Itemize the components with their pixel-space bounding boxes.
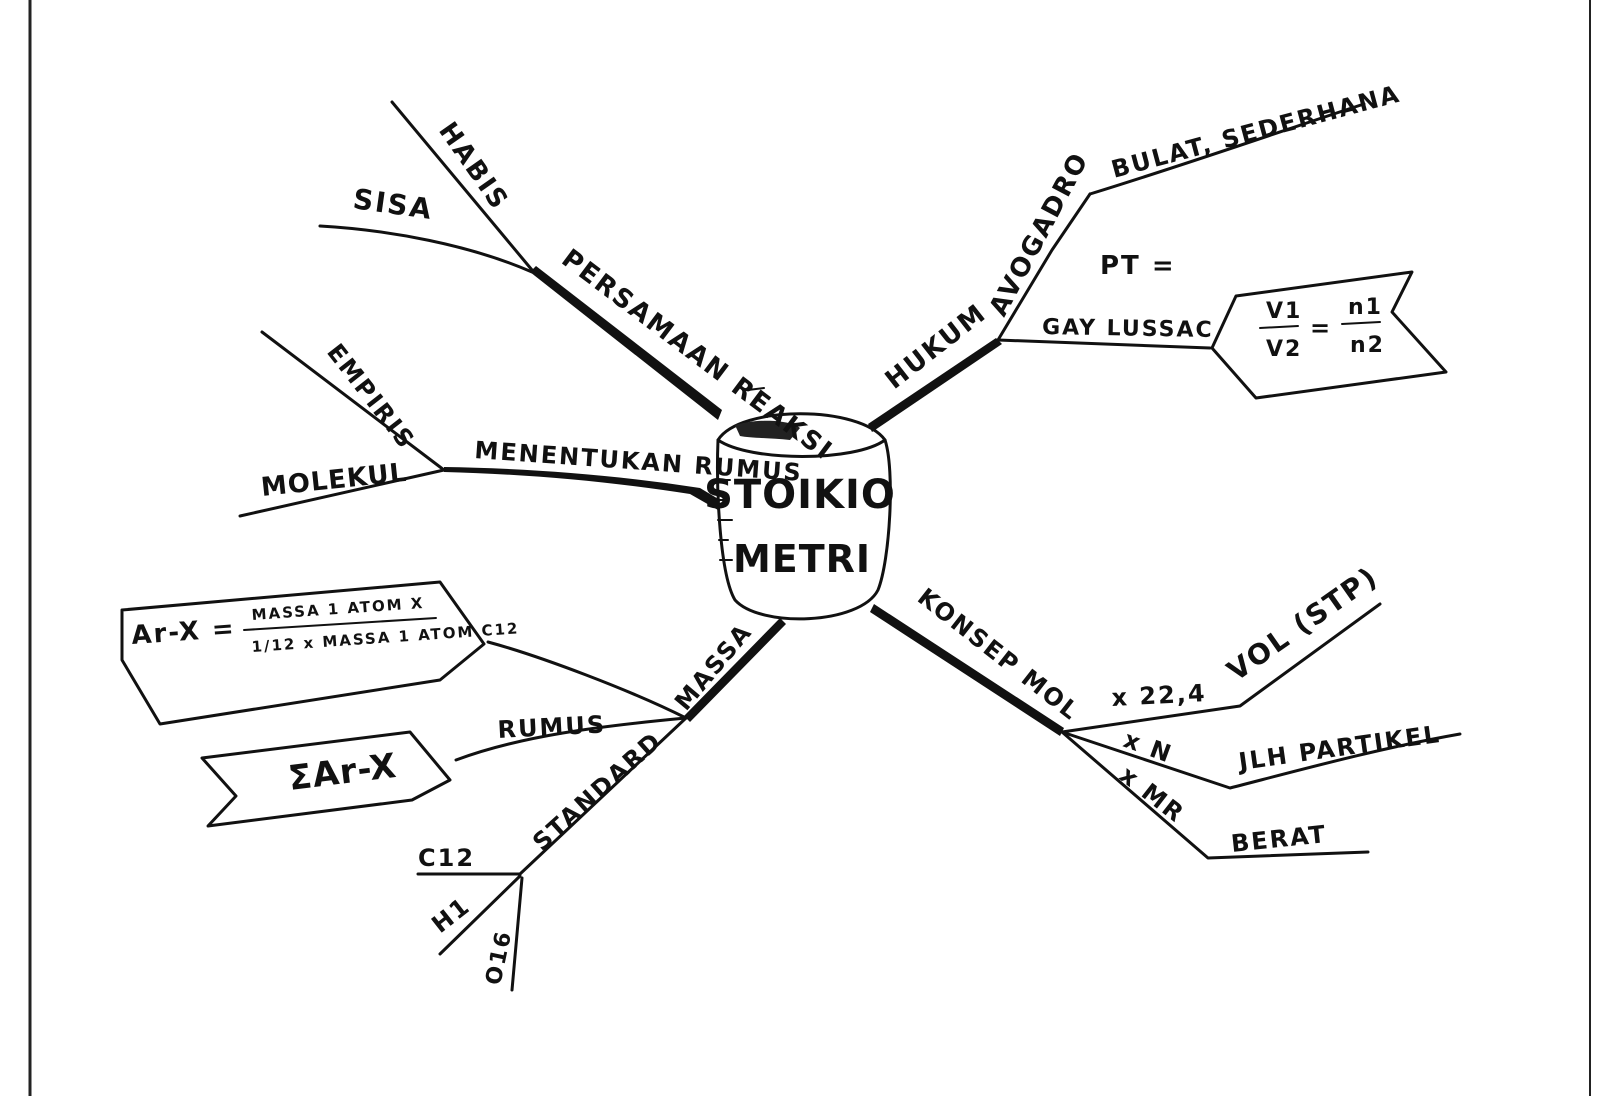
branch-massa: MASSA RUMUS STANDARD C12 H1 O16 Ar-X = M… bbox=[122, 582, 786, 990]
branch-konsep-mol: KONSEP MOL x 22,4 VOL (STP) x N JLH PART… bbox=[870, 560, 1460, 858]
gay-lussac-label: GAY LUSSAC bbox=[1042, 315, 1214, 343]
formula-denominator: 1/12 x MASSA 1 ATOM C12 bbox=[251, 619, 520, 656]
menentukan-label: MENENTUKAN RUMUS bbox=[474, 436, 804, 487]
target-partikel: JLH PARTIKEL bbox=[1235, 720, 1443, 776]
standard-label: STANDARD bbox=[527, 726, 667, 856]
ratio-equals: = bbox=[1310, 314, 1332, 342]
persamaan-label: PERSAMAAN REAKSI bbox=[556, 244, 838, 467]
ratio-right-bar bbox=[1342, 322, 1380, 324]
ratio-n1: n1 bbox=[1348, 295, 1383, 320]
avogadro-label: AVOGADRO bbox=[984, 147, 1096, 321]
target-vol: VOL (STP) bbox=[1221, 560, 1384, 688]
vol-stp-line bbox=[1062, 604, 1380, 732]
ratio-v2: V2 bbox=[1266, 337, 1302, 362]
formula-lhs: Ar-X = bbox=[130, 614, 236, 651]
center-title-line2: METRI bbox=[733, 537, 871, 581]
avogadro-note: BULAT, SEDERHANA bbox=[1108, 80, 1403, 184]
pt-label: PT = bbox=[1100, 251, 1176, 281]
target-berat: BERAT bbox=[1230, 820, 1329, 858]
c12-label: C12 bbox=[418, 844, 475, 872]
empiris-label: EMPIRIS bbox=[321, 338, 420, 454]
ratio-v1: V1 bbox=[1266, 299, 1302, 324]
op-vol: x 22,4 bbox=[1111, 679, 1207, 712]
ratio-left-bar bbox=[1260, 326, 1298, 328]
sisa-label: SISA bbox=[351, 182, 435, 226]
massa-label: MASSA bbox=[669, 618, 758, 716]
sum-formula: ΣAr-X bbox=[286, 746, 399, 799]
h1-label: H1 bbox=[426, 892, 475, 939]
formula-connector-line bbox=[488, 642, 686, 718]
rumus-massa-label: RUMUS bbox=[497, 710, 607, 744]
ratio-n2: n2 bbox=[1350, 333, 1385, 358]
branch-hukum: HUKUM AVOGADRO BULAT, SEDERHANA GAY LUSS… bbox=[868, 80, 1446, 432]
